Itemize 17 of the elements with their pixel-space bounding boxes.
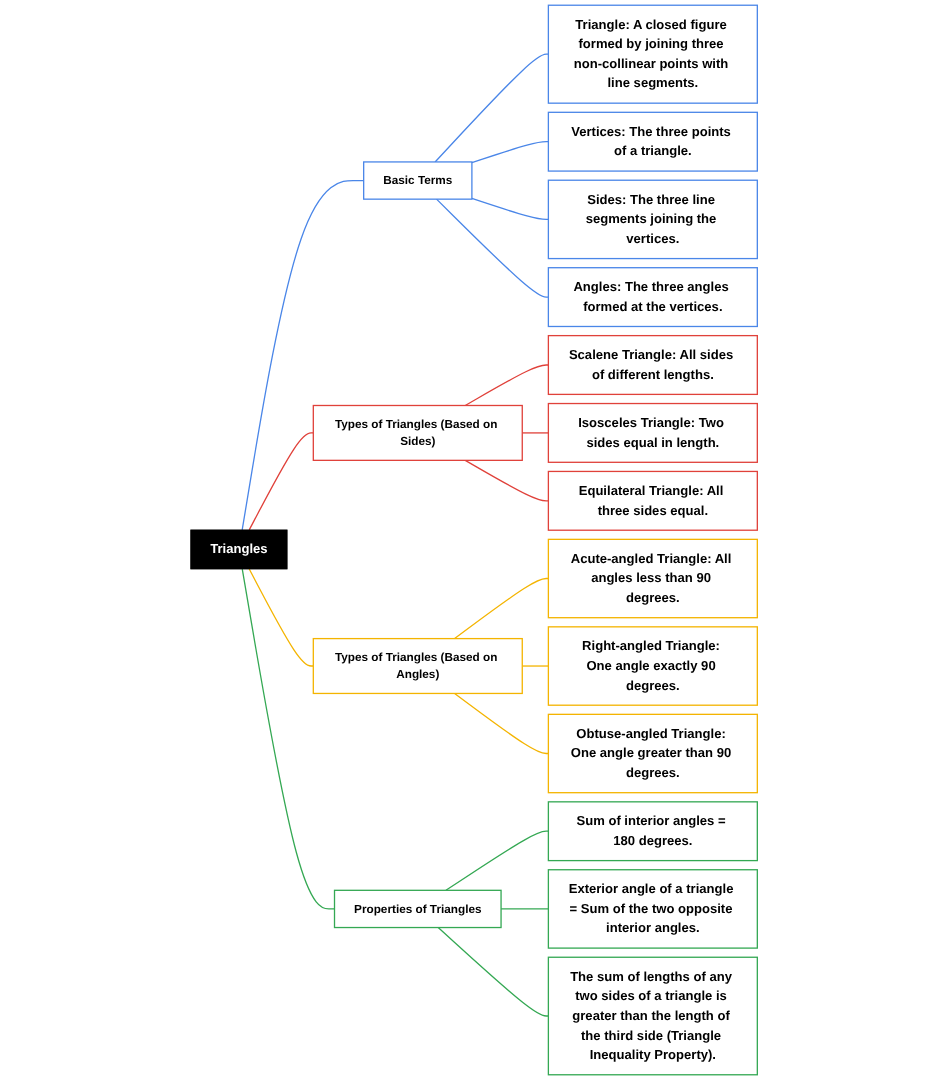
connector: [248, 568, 314, 667]
connector: [434, 53, 550, 163]
connector: [521, 432, 550, 434]
connector: [453, 692, 550, 755]
connector: [500, 908, 550, 910]
connector: [521, 665, 550, 667]
connector: [453, 577, 550, 640]
connector: [241, 568, 336, 910]
connector: [464, 364, 550, 407]
connector: [464, 459, 550, 502]
connector: [248, 432, 314, 531]
connector: [437, 926, 550, 1017]
connector: [445, 830, 550, 891]
connector: [241, 179, 365, 531]
connector: [471, 141, 550, 164]
connector: [435, 198, 550, 298]
connector: [471, 197, 550, 221]
